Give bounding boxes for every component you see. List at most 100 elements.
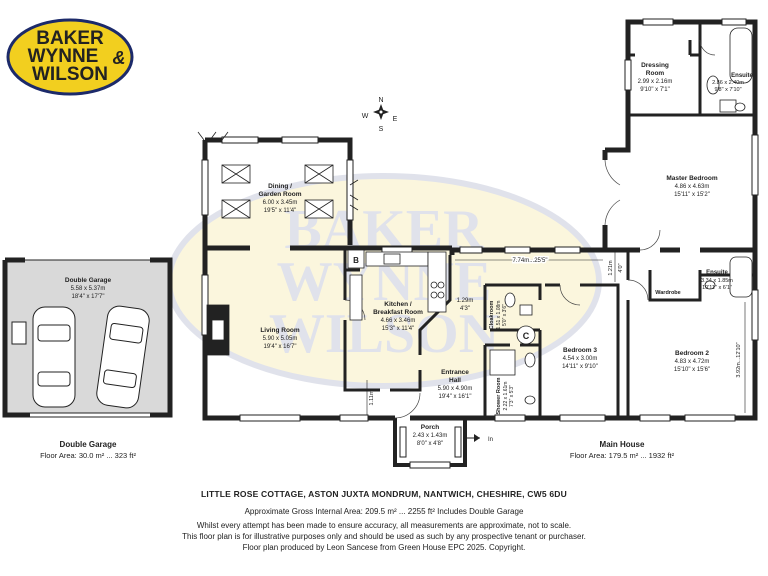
svg-text:WILSON: WILSON (32, 64, 108, 85)
svg-text:Entrance: Entrance (441, 369, 469, 376)
svg-text:Bedroom 3: Bedroom 3 (563, 347, 597, 354)
room-labels: Dining / Garden Room 6.00 x 3.45m 19'5" … (259, 62, 754, 447)
svg-text:Kitchen /: Kitchen / (384, 301, 412, 308)
svg-text:In: In (488, 437, 493, 443)
kitchen-fixtures: B (347, 249, 447, 321)
section-main-caption: Main House Floor Area: 179.5 m² ... 1932… (570, 440, 675, 460)
svg-text:15'10" x 15'6": 15'10" x 15'6" (674, 367, 710, 373)
svg-text:18'4" x 17'7": 18'4" x 17'7" (72, 294, 105, 300)
svg-text:4.86 x 4.63m: 4.86 x 4.63m (675, 184, 710, 190)
svg-text:Master Bedroom: Master Bedroom (666, 175, 718, 182)
svg-text:WILSON: WILSON (269, 303, 499, 365)
svg-text:W: W (362, 113, 369, 120)
porch: In (393, 418, 493, 469)
room-label-bed2: Bedroom 2 4.83 x 4.72m 15'10" x 15'6" (674, 350, 710, 373)
door-swings (344, 39, 716, 419)
svg-text:Floor Area: 179.5 m² ... 1932: Floor Area: 179.5 m² ... 1932 ft² (570, 451, 675, 460)
svg-text:10'11" x 6'1": 10'11" x 6'1" (702, 285, 732, 291)
room-label-wardrobe: Wardrobe (655, 290, 680, 296)
svg-text:4.83 x 4.72m: 4.83 x 4.72m (675, 359, 710, 365)
svg-text:15'11" x 15'2": 15'11" x 15'2" (674, 192, 710, 198)
room-label-kitchen: Kitchen / Breakfast Room 4.66 x 3.46m 15… (373, 301, 423, 332)
room-label-shower: Shower Room 2.22 x 1.61m 7'3" x 5'3" (496, 377, 515, 414)
svg-text:15'3" x 11'4": 15'3" x 11'4" (382, 326, 414, 332)
svg-text:Dressing: Dressing (641, 62, 669, 69)
svg-text:14'11" x 9'10": 14'11" x 9'10" (562, 364, 598, 370)
room-label-cloakroom: Cloakroom 1.51 x 1.08m 5'0" x 3'6" (489, 301, 508, 330)
svg-text:Ensuite: Ensuite (731, 73, 753, 79)
svg-text:Garden Room: Garden Room (259, 191, 302, 198)
svg-text:4.54 x 3.00m: 4.54 x 3.00m (563, 356, 598, 362)
dimension-labels: 7.74m...25'5" 1.21m 4'0" 1.29m 4'3" 1.11… (366, 252, 746, 415)
svg-text:Shower Room: Shower Room (496, 377, 502, 414)
company-logo: BAKER WYNNE & WILSON (6, 18, 134, 96)
disclaimer-line-3: Floor plan produced by Leon Sancese from… (242, 543, 526, 552)
double-garage-plan: Double Garage 5.58 x 5.37m 18'4" x 17'7" (2, 257, 173, 418)
svg-text:C: C (523, 331, 530, 341)
svg-text:5.90 x 4.90m: 5.90 x 4.90m (438, 386, 473, 392)
svg-text:2.22 x 1.61m: 2.22 x 1.61m (503, 382, 509, 411)
property-address: LITTLE ROSE COTTAGE, ASTON JUXTA MONDRUM… (201, 489, 567, 499)
svg-text:S: S (379, 126, 384, 133)
svg-text:4'3": 4'3" (460, 306, 470, 312)
car-icon (96, 305, 150, 409)
room-label-ensuite2: Ensuite 3.34 x 1.85m 10'11" x 6'1" (701, 270, 733, 291)
svg-text:N: N (378, 97, 383, 104)
svg-text:1.29m: 1.29m (457, 298, 474, 304)
internal-walls (343, 22, 755, 418)
section-garage-caption: Double Garage Floor Area: 30.0 m² ... 32… (40, 440, 136, 460)
svg-text:&: & (113, 48, 126, 68)
svg-text:2.43 x 1.43m: 2.43 x 1.43m (413, 433, 448, 439)
watermark: BAKER WYNNE WILSON (166, 173, 602, 389)
fireplace (206, 304, 230, 356)
svg-text:6.00 x 3.45m: 6.00 x 3.45m (263, 200, 298, 206)
svg-text:Hall: Hall (449, 377, 461, 384)
svg-text:2.99 x 2.16m: 2.99 x 2.16m (638, 79, 673, 85)
windows (201, 18, 759, 422)
svg-text:4.66 x 3.46m: 4.66 x 3.46m (381, 318, 416, 324)
svg-text:Double Garage: Double Garage (60, 440, 117, 449)
svg-text:19'4" x 16'7": 19'4" x 16'7" (264, 344, 297, 350)
room-label-master: Master Bedroom 4.86 x 4.63m 15'11" x 15'… (666, 175, 718, 198)
svg-text:BAKER: BAKER (36, 28, 104, 49)
svg-text:19'4" x 16'1": 19'4" x 16'1" (439, 394, 472, 400)
svg-text:2.86 x 2.40m: 2.86 x 2.40m (712, 80, 744, 86)
svg-text:3.34 x 1.85m: 3.34 x 1.85m (701, 278, 733, 284)
room-label-dressing: Dressing Room 2.99 x 2.16m 9'10" x 7'1" (638, 62, 673, 93)
room-label-dining: Dining / Garden Room 6.00 x 3.45m 19'5" … (259, 183, 302, 214)
svg-text:1.51 x 1.08m: 1.51 x 1.08m (496, 301, 502, 330)
car-icon (32, 306, 76, 408)
svg-text:Double Garage: Double Garage (65, 277, 112, 284)
svg-text:3.92m...12'10": 3.92m...12'10" (736, 342, 742, 377)
room-label-hall: Entrance Hall 5.90 x 4.90m 19'4" x 16'1" (438, 369, 473, 400)
disclaimer-line-2: This floor plan is for illustrative purp… (182, 532, 586, 541)
svg-text:WYNNE: WYNNE (28, 46, 99, 67)
svg-text:Main House: Main House (600, 440, 645, 449)
svg-text:9'10" x 7'1": 9'10" x 7'1" (640, 87, 670, 93)
svg-text:9'8" x 7'10": 9'8" x 7'10" (714, 87, 741, 93)
bifold-doors (197, 131, 359, 211)
svg-text:7.74m...25'5": 7.74m...25'5" (513, 258, 548, 264)
room-label-living: Living Room 5.90 x 5.05m 19'4" x 16'7" (260, 327, 300, 350)
svg-text:5'0" x 3'6": 5'0" x 3'6" (502, 304, 508, 326)
svg-text:4'0": 4'0" (618, 263, 624, 272)
svg-text:Floor Area: 30.0 m² ... 323 ft: Floor Area: 30.0 m² ... 323 ft² (40, 451, 136, 460)
svg-text:E: E (393, 116, 398, 123)
svg-text:1.11m: 1.11m (369, 390, 375, 405)
svg-text:19'5" x 11'4": 19'5" x 11'4" (264, 208, 296, 214)
svg-text:Dining /: Dining / (268, 183, 292, 190)
svg-text:Bedroom 2: Bedroom 2 (675, 350, 709, 357)
svg-text:Living Room: Living Room (260, 327, 300, 334)
svg-text:7'3" x 5'3": 7'3" x 5'3" (509, 385, 515, 407)
room-label-ensuite1: Ensuite 2.86 x 2.40m 9'8" x 7'10" (712, 73, 753, 93)
dining-skylights (221, 164, 334, 219)
disclaimer-line-1: Whilst every attempt has been made to en… (196, 521, 572, 530)
gross-internal-area: Approximate Gross Internal Area: 209.5 m… (244, 507, 524, 516)
compass-icon: N S E W (362, 97, 398, 133)
room-label-bed3: Bedroom 3 4.54 x 3.00m 14'11" x 9'10" (562, 347, 598, 370)
svg-text:B: B (353, 256, 359, 265)
svg-text:5.90 x 5.05m: 5.90 x 5.05m (263, 336, 298, 342)
room-label-porch: Porch 2.43 x 1.43m 8'0" x 4'8" (413, 424, 448, 447)
svg-text:Breakfast Room: Breakfast Room (373, 309, 423, 316)
